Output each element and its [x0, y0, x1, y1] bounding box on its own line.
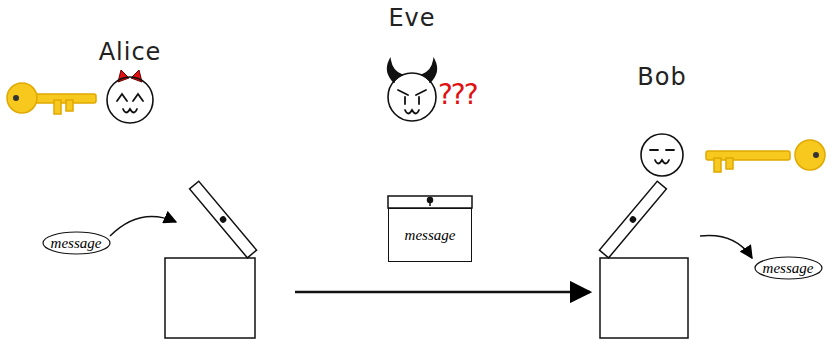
brow: [416, 90, 426, 95]
mouth: [405, 110, 419, 114]
eye: [418, 97, 420, 104]
keyhole: [629, 216, 636, 223]
key-tooth: [66, 100, 73, 111]
suspicion-marks: ???: [438, 78, 477, 111]
box-lid: [599, 181, 666, 258]
alice-bow: [118, 70, 142, 82]
bob-features: [650, 150, 674, 164]
key-hole: [13, 95, 19, 101]
remove-arrow: [700, 235, 752, 258]
key-tooth: [54, 100, 61, 114]
mouth: [655, 160, 669, 164]
closed-box-lid: [388, 196, 472, 208]
ellipse-shape: [43, 232, 110, 254]
box-body: [165, 258, 255, 338]
key-hole: [813, 152, 819, 158]
eye: [404, 97, 406, 104]
keyhole-slot: [429, 200, 431, 206]
alice-key: [7, 83, 96, 114]
person-name: Eve: [388, 4, 435, 32]
message-ellipse: message: [42, 231, 111, 255]
face-outline: [106, 76, 154, 124]
message-text: message: [51, 235, 102, 252]
face-outline: [387, 72, 437, 122]
eye: [117, 94, 127, 101]
face-circle: [107, 77, 153, 123]
alice-face: Alice: [106, 76, 154, 124]
box-body: [600, 258, 688, 338]
face-circle: [388, 73, 436, 121]
message-box: message: [388, 208, 472, 262]
box-lid: [388, 196, 472, 208]
key-tooth: [714, 158, 721, 172]
key-ring: [7, 83, 37, 113]
bob-key: [706, 140, 825, 172]
mouth: [123, 109, 137, 113]
person-name: Bob: [637, 63, 686, 91]
eye: [650, 149, 658, 151]
message-ellipse: message: [754, 256, 823, 280]
key-shaft: [34, 94, 96, 103]
alice-features: [117, 94, 143, 113]
keyhole: [220, 216, 227, 223]
message-text: message: [763, 260, 814, 277]
eve-face: Eve: [387, 72, 437, 122]
face-circle: [641, 134, 683, 176]
person-name: Alice: [99, 38, 162, 66]
ellipse-shape: [755, 257, 822, 279]
key-ring: [795, 140, 825, 170]
alice-box: [165, 181, 257, 338]
horn: [422, 60, 436, 82]
horn: [388, 60, 402, 82]
bob-face: Bob: [640, 133, 684, 177]
eve-features: [388, 60, 437, 114]
bob-box: [599, 181, 688, 338]
message-text: message: [405, 227, 456, 244]
eye: [666, 149, 674, 151]
box-lid: [190, 181, 257, 258]
face-outline: [640, 133, 684, 177]
insert-arrow: [110, 216, 176, 236]
key-tooth: [726, 158, 733, 169]
send-arrow: [295, 291, 590, 294]
eye: [133, 94, 143, 101]
brow: [398, 90, 408, 95]
